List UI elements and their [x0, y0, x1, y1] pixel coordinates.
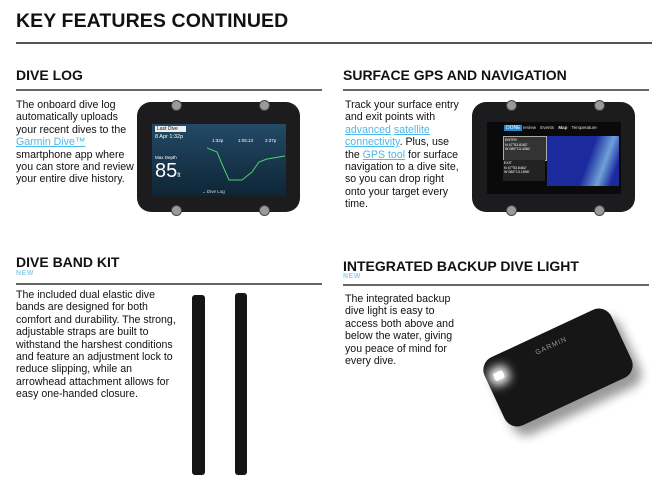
done-button[interactable]: DONE: [504, 125, 523, 131]
dive-band-strap-image: [192, 295, 205, 475]
gps-tool-link[interactable]: GPS tool: [362, 148, 406, 161]
garmin-dive-link[interactable]: Garmin Dive™: [16, 136, 86, 149]
dive-light-text: The integrated backup dive light is easy…: [345, 293, 454, 368]
dive-log-text: The onboard dive log automatically uploa…: [16, 99, 134, 186]
screen-date: 8 Apr 1:32p: [155, 134, 184, 140]
surface-gps-device-image: DONE erview Events Map Temperature ENTRY…: [472, 100, 635, 216]
screen-depth-label: Max Depth: [155, 155, 177, 160]
new-badge: NEW: [343, 273, 361, 280]
text: smartphone app where you can store and r…: [16, 148, 134, 186]
dive-log-device-image: Last Dive 8 Apr 1:32p 1:32p 1:05:13 2:37…: [137, 100, 300, 216]
dive-band-rule: [16, 283, 322, 285]
dive-band-strap-image: [235, 293, 247, 475]
screen-duration: 1:05:13: [238, 138, 254, 143]
map-view: [547, 136, 619, 186]
dive-light-device-image: GARMIN: [478, 303, 638, 432]
dive-log-heading: DIVE LOG: [16, 67, 83, 83]
surface-gps-heading: SURFACE GPS AND NAVIGATION: [343, 67, 567, 83]
screen-start-time: 1:32p: [212, 138, 224, 143]
dive-log-rule: [16, 89, 322, 91]
dive-profile-graph: [207, 147, 285, 181]
advanced-link[interactable]: advanced: [345, 123, 391, 136]
screen-depth: 85ft: [155, 160, 181, 182]
page-title: KEY FEATURES CONTINUED: [16, 10, 289, 32]
screen-tab: Last Dive: [155, 126, 186, 132]
satellite-connectivity-link[interactable]: satellite connectivity: [345, 123, 430, 149]
surface-gps-text: Track your surface entry and exit points…: [345, 99, 459, 211]
dive-light-rule: [343, 284, 649, 286]
brand-logo: GARMIN: [534, 335, 569, 357]
dive-light-heading: INTEGRATED BACKUP DIVE LIGHT: [343, 258, 579, 274]
screen-footer: ⌄ Dive Log: [202, 189, 225, 194]
surface-gps-rule: [343, 89, 649, 91]
dive-band-text: The included dual elastic dive bands are…: [16, 289, 176, 401]
dive-band-heading: DIVE BAND KIT: [16, 254, 120, 270]
new-badge: NEW: [16, 270, 34, 277]
light-icon: [492, 369, 506, 382]
text: The onboard dive log automatically uploa…: [16, 99, 127, 136]
title-divider: [16, 42, 652, 44]
screen-tabs: erview Events Map Temperature: [523, 125, 597, 130]
screen-end-time: 2:37p: [265, 138, 277, 143]
